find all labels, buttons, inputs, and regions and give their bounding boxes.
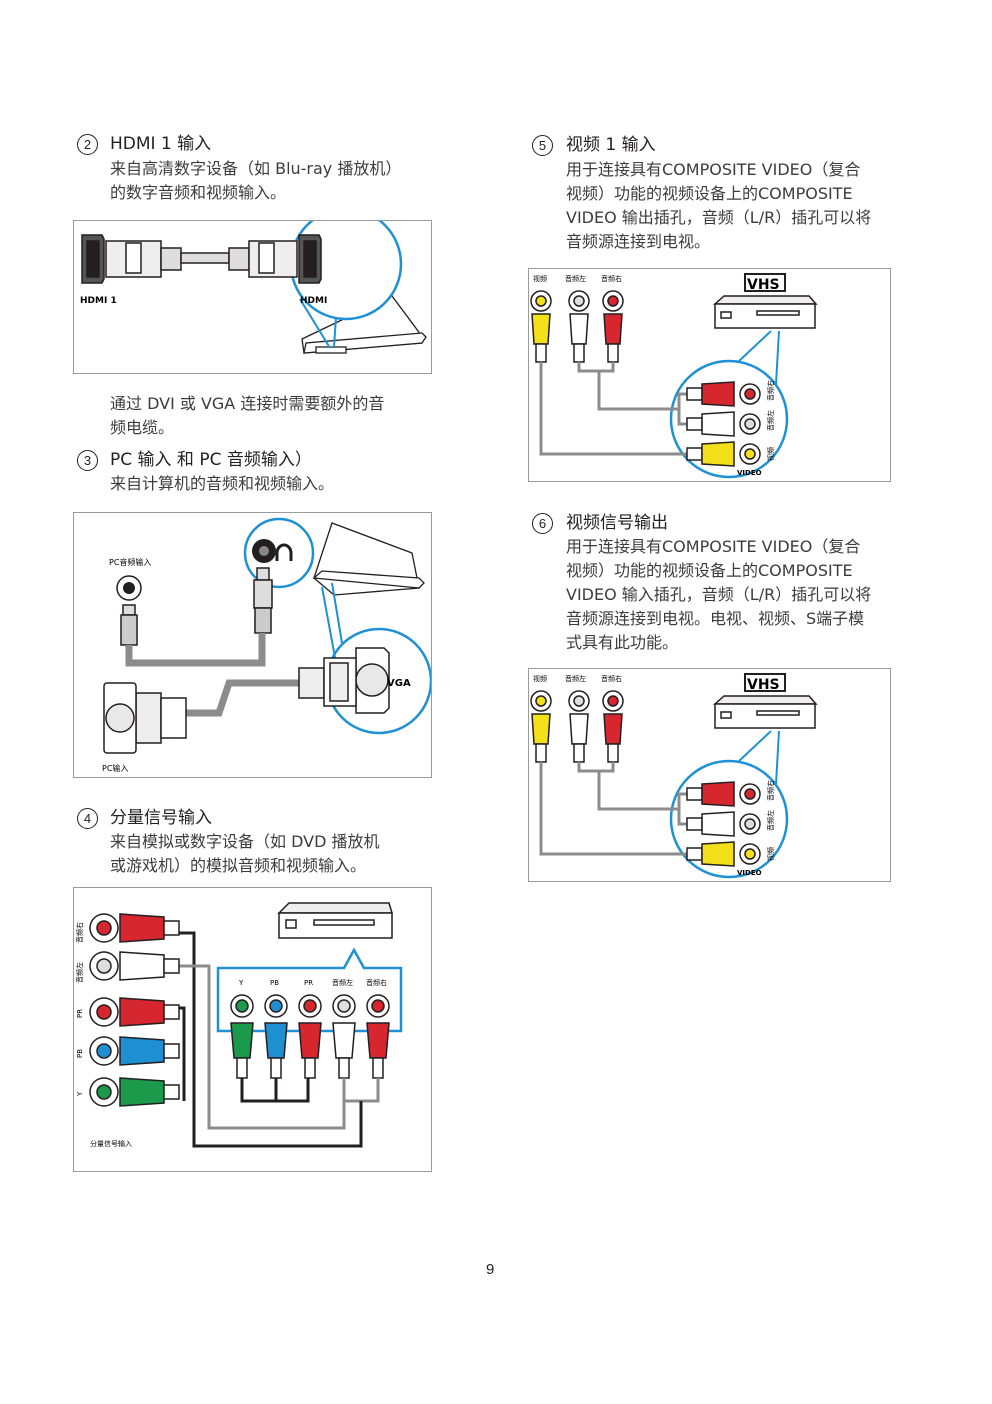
pc-diagram: VGA PC音频输入 PC输入 [73, 512, 432, 778]
vga-label: VGA [387, 678, 411, 689]
svg-text:视频: 视频 [766, 447, 775, 461]
section-title-hdmi: HDMI 1 输入 [110, 134, 212, 154]
svg-text:视频: 视频 [766, 847, 775, 861]
section-desc-pc: 来自计算机的音频和视频输入。 [110, 474, 335, 493]
component-diagram: Y PB PR 音频左 音频右 [73, 887, 432, 1172]
svg-text:音频右: 音频右 [601, 674, 622, 683]
section-number-hdmi: 2 [77, 134, 98, 155]
svg-text:PR: PR [76, 1009, 84, 1018]
svg-text:PB: PB [76, 1049, 84, 1058]
svg-text:PB: PB [270, 979, 279, 987]
section-number-video: 5 [532, 135, 553, 156]
vcr-icon [713, 695, 818, 729]
svg-text:音频右: 音频右 [766, 780, 775, 801]
section-number-video-out: 6 [532, 513, 553, 534]
svg-text:音频左: 音频左 [766, 410, 775, 431]
svg-text:视频: 视频 [533, 674, 547, 683]
laptop-icon [301, 295, 427, 354]
section-desc-hdmi: 来自高清数字设备（如 Blu-ray 播放机） 的数字音频和视频输入。 [110, 159, 402, 202]
vhs-logo: VHS [747, 277, 780, 293]
vcr-icon [713, 295, 818, 329]
section-desc-video: 用于连接具有COMPOSITE VIDEO（复合 视频）功能的视频设备上的COM… [566, 160, 872, 251]
svg-text:音频左: 音频左 [766, 810, 775, 831]
svg-text:Y: Y [76, 1091, 84, 1097]
svg-text:PR: PR [304, 979, 313, 987]
dvd-player-icon [277, 902, 394, 939]
svg-text:音频左: 音频左 [75, 962, 84, 983]
hdmi-port-left [81, 234, 105, 284]
section-title-video-out: 视频信号输出 [566, 513, 668, 533]
vhs-logo: VHS [747, 677, 780, 693]
svg-text:音频左: 音频左 [565, 274, 586, 283]
video-out-diagram: 视频 音频左 音频右 VHS [528, 668, 891, 882]
svg-text:音频左: 音频左 [332, 978, 353, 987]
section-title-video: 视频 1 输入 [566, 135, 656, 155]
section-number-pc: 3 [77, 450, 98, 471]
hdmi-cable [105, 240, 298, 278]
section-title-component: 分量信号输入 [110, 808, 212, 828]
svg-text:音频右: 音频右 [766, 380, 775, 401]
hdmi-diagram: HDMI 1 HDMI [73, 220, 432, 374]
svg-text:音频右: 音频右 [75, 922, 84, 943]
hdmi-port-right [298, 234, 322, 284]
svg-text:VIDEO: VIDEO [737, 469, 762, 477]
video-in-diagram: 视频 音频左 音频右 VHS [528, 268, 891, 482]
hdmi-label-left: HDMI 1 [80, 296, 117, 306]
component-in-label: 分量信号输入 [90, 1139, 132, 1148]
svg-text:视频: 视频 [533, 274, 547, 283]
section-desc-component: 来自模拟或数字设备（如 DVD 播放机 或游戏机）的模拟音频和视频输入。 [110, 832, 380, 875]
section-number-component: 4 [77, 808, 98, 829]
svg-text:音频左: 音频左 [565, 674, 586, 683]
laptop-icon [312, 522, 425, 596]
section-desc-video-out: 用于连接具有COMPOSITE VIDEO（复合 视频）功能的视频设备上的COM… [566, 537, 872, 652]
note-text: 通过 DVI 或 VGA 连接时需要额外的音 频电缆。 [110, 394, 385, 437]
svg-text:Y: Y [238, 979, 244, 987]
svg-text:音频右: 音频右 [601, 274, 622, 283]
svg-text:VIDEO: VIDEO [737, 869, 762, 877]
section-title-pc: PC 输入 和 PC 音频输入） [110, 450, 312, 470]
pc-audio-in-label: PC音频输入 [109, 557, 151, 567]
pc-in-label: PC输入 [102, 763, 128, 773]
page-number: 9 [486, 1261, 495, 1278]
svg-text:音频右: 音频右 [366, 978, 387, 987]
hdmi-label-right: HDMI [300, 296, 327, 306]
